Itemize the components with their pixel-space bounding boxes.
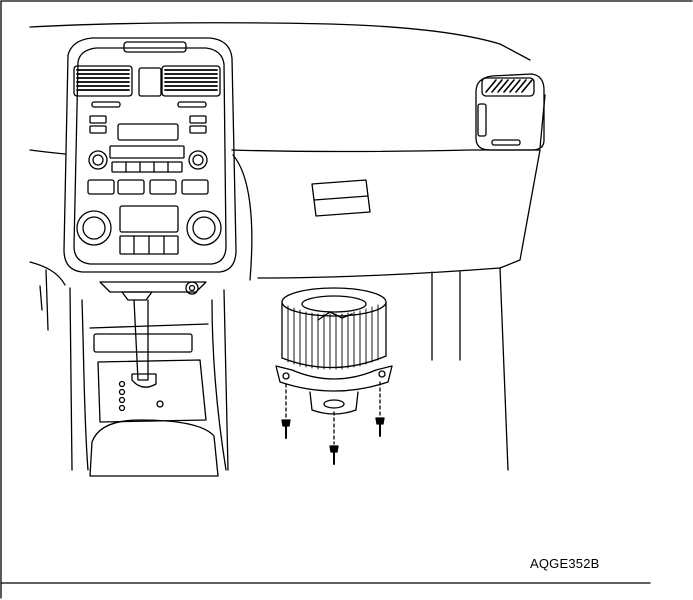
figure-code-label: AQGE352B [530, 556, 600, 571]
center-console [63, 37, 237, 273]
dashboard-outline [29, 22, 546, 286]
blower-motor [275, 287, 393, 415]
shifter-area [39, 269, 229, 477]
glove-box-handle [311, 179, 371, 217]
side-air-vent [475, 73, 545, 151]
floor-lines [431, 267, 509, 471]
mounting-screws [281, 381, 385, 465]
